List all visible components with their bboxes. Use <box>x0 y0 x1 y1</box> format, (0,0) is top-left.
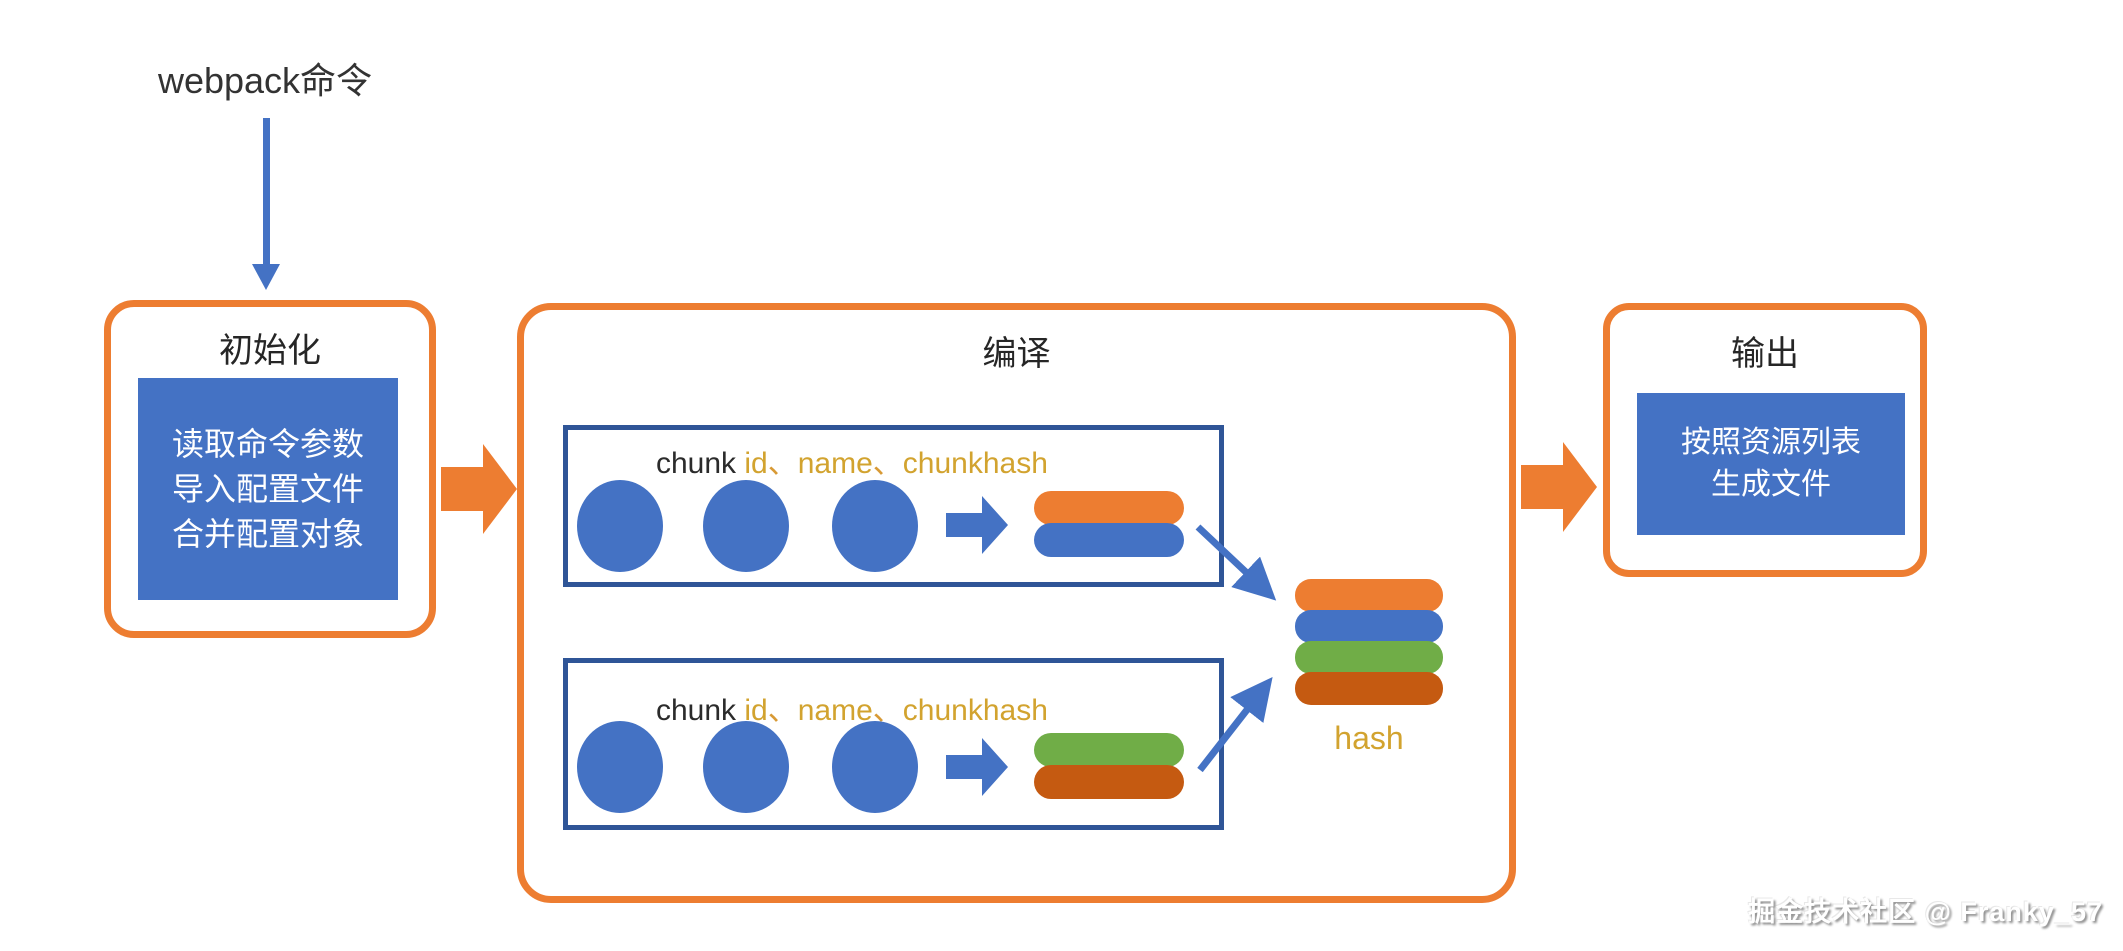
module-circle <box>703 480 789 572</box>
module-circle <box>832 480 918 572</box>
transform-arrow-head <box>982 738 1008 796</box>
module-circle <box>832 721 918 813</box>
hash-label: hash <box>1334 720 1404 756</box>
chunk-id-word: id <box>744 447 768 480</box>
chunkhash-word: chunkhash <box>902 694 1048 727</box>
chunk-id-word: id <box>744 694 768 727</box>
module-circle <box>577 480 663 572</box>
compile-stage-box: 编译 chunk id、name、chunkhash chunk id、name… <box>517 303 1516 903</box>
down-arrow-head <box>252 264 280 290</box>
chunk-word: chunk <box>656 694 745 727</box>
asset-pill <box>1034 491 1184 525</box>
init-step-line: 合并配置对象 <box>171 515 364 552</box>
transform-arrow-shaft <box>946 513 982 537</box>
right-arrow-icon <box>1521 442 1597 532</box>
hash-pill <box>1295 641 1443 674</box>
down-arrow-icon <box>240 116 292 296</box>
transform-arrow-icon <box>946 496 1008 554</box>
output-steps-panel: 按照资源列表 生成文件 <box>1637 393 1905 535</box>
right-arrow-head <box>1563 442 1597 532</box>
chunk-row-2-label: chunk id、name、chunkhash <box>656 685 1048 729</box>
output-stage-title: 输出 <box>1731 335 1799 373</box>
hash-pill-stack <box>1295 579 1443 705</box>
separator: 、 <box>872 447 903 480</box>
compile-stage-title: 编译 <box>982 335 1051 373</box>
right-arrow-head <box>483 444 517 534</box>
asset-pill <box>1034 523 1184 557</box>
right-arrow-shaft <box>1521 465 1563 509</box>
asset-pill <box>1034 733 1184 767</box>
chunk-row-2: chunk id、name、chunkhash <box>563 658 1224 830</box>
down-arrow-shaft <box>263 118 270 266</box>
init-steps-panel: 读取命令参数 导入配置文件 合并配置对象 <box>138 378 398 600</box>
chunk-row-1: chunk id、name、chunkhash <box>563 425 1224 587</box>
webpack-command-label: webpack命令 <box>157 60 373 101</box>
hash-pill <box>1295 672 1443 705</box>
chunk-row-1-label: chunk id、name、chunkhash <box>656 438 1048 482</box>
module-circle <box>703 721 789 813</box>
init-step-line: 读取命令参数 <box>171 425 364 462</box>
transform-arrow-icon <box>946 738 1008 796</box>
separator: 、 <box>767 447 798 480</box>
asset-pill-stack <box>1034 733 1184 799</box>
chunk-name-word: name <box>797 447 873 480</box>
asset-pill <box>1034 765 1184 799</box>
asset-pill-stack <box>1034 491 1184 557</box>
output-step-line: 生成文件 <box>1711 468 1831 501</box>
hash-pill <box>1295 579 1443 612</box>
watermark: 掘金技术社区 @ Franky_57 <box>1748 897 2103 927</box>
transform-arrow-head <box>982 496 1008 554</box>
right-arrow-icon <box>441 444 517 534</box>
module-circle <box>577 721 663 813</box>
chunk-name-word: name <box>797 694 873 727</box>
output-step-line: 按照资源列表 <box>1681 426 1861 459</box>
init-stage-title: 初始化 <box>219 332 321 370</box>
hash-pill <box>1295 610 1443 643</box>
init-step-line: 导入配置文件 <box>171 470 364 507</box>
right-arrow-shaft <box>441 467 483 511</box>
separator: 、 <box>767 694 798 727</box>
chunkhash-word: chunkhash <box>902 447 1048 480</box>
transform-arrow-shaft <box>946 755 982 779</box>
output-stage-box: 输出 按照资源列表 生成文件 <box>1603 303 1927 577</box>
chunk-word: chunk <box>656 447 745 480</box>
init-stage-box: 初始化 读取命令参数 导入配置文件 合并配置对象 <box>104 300 436 638</box>
